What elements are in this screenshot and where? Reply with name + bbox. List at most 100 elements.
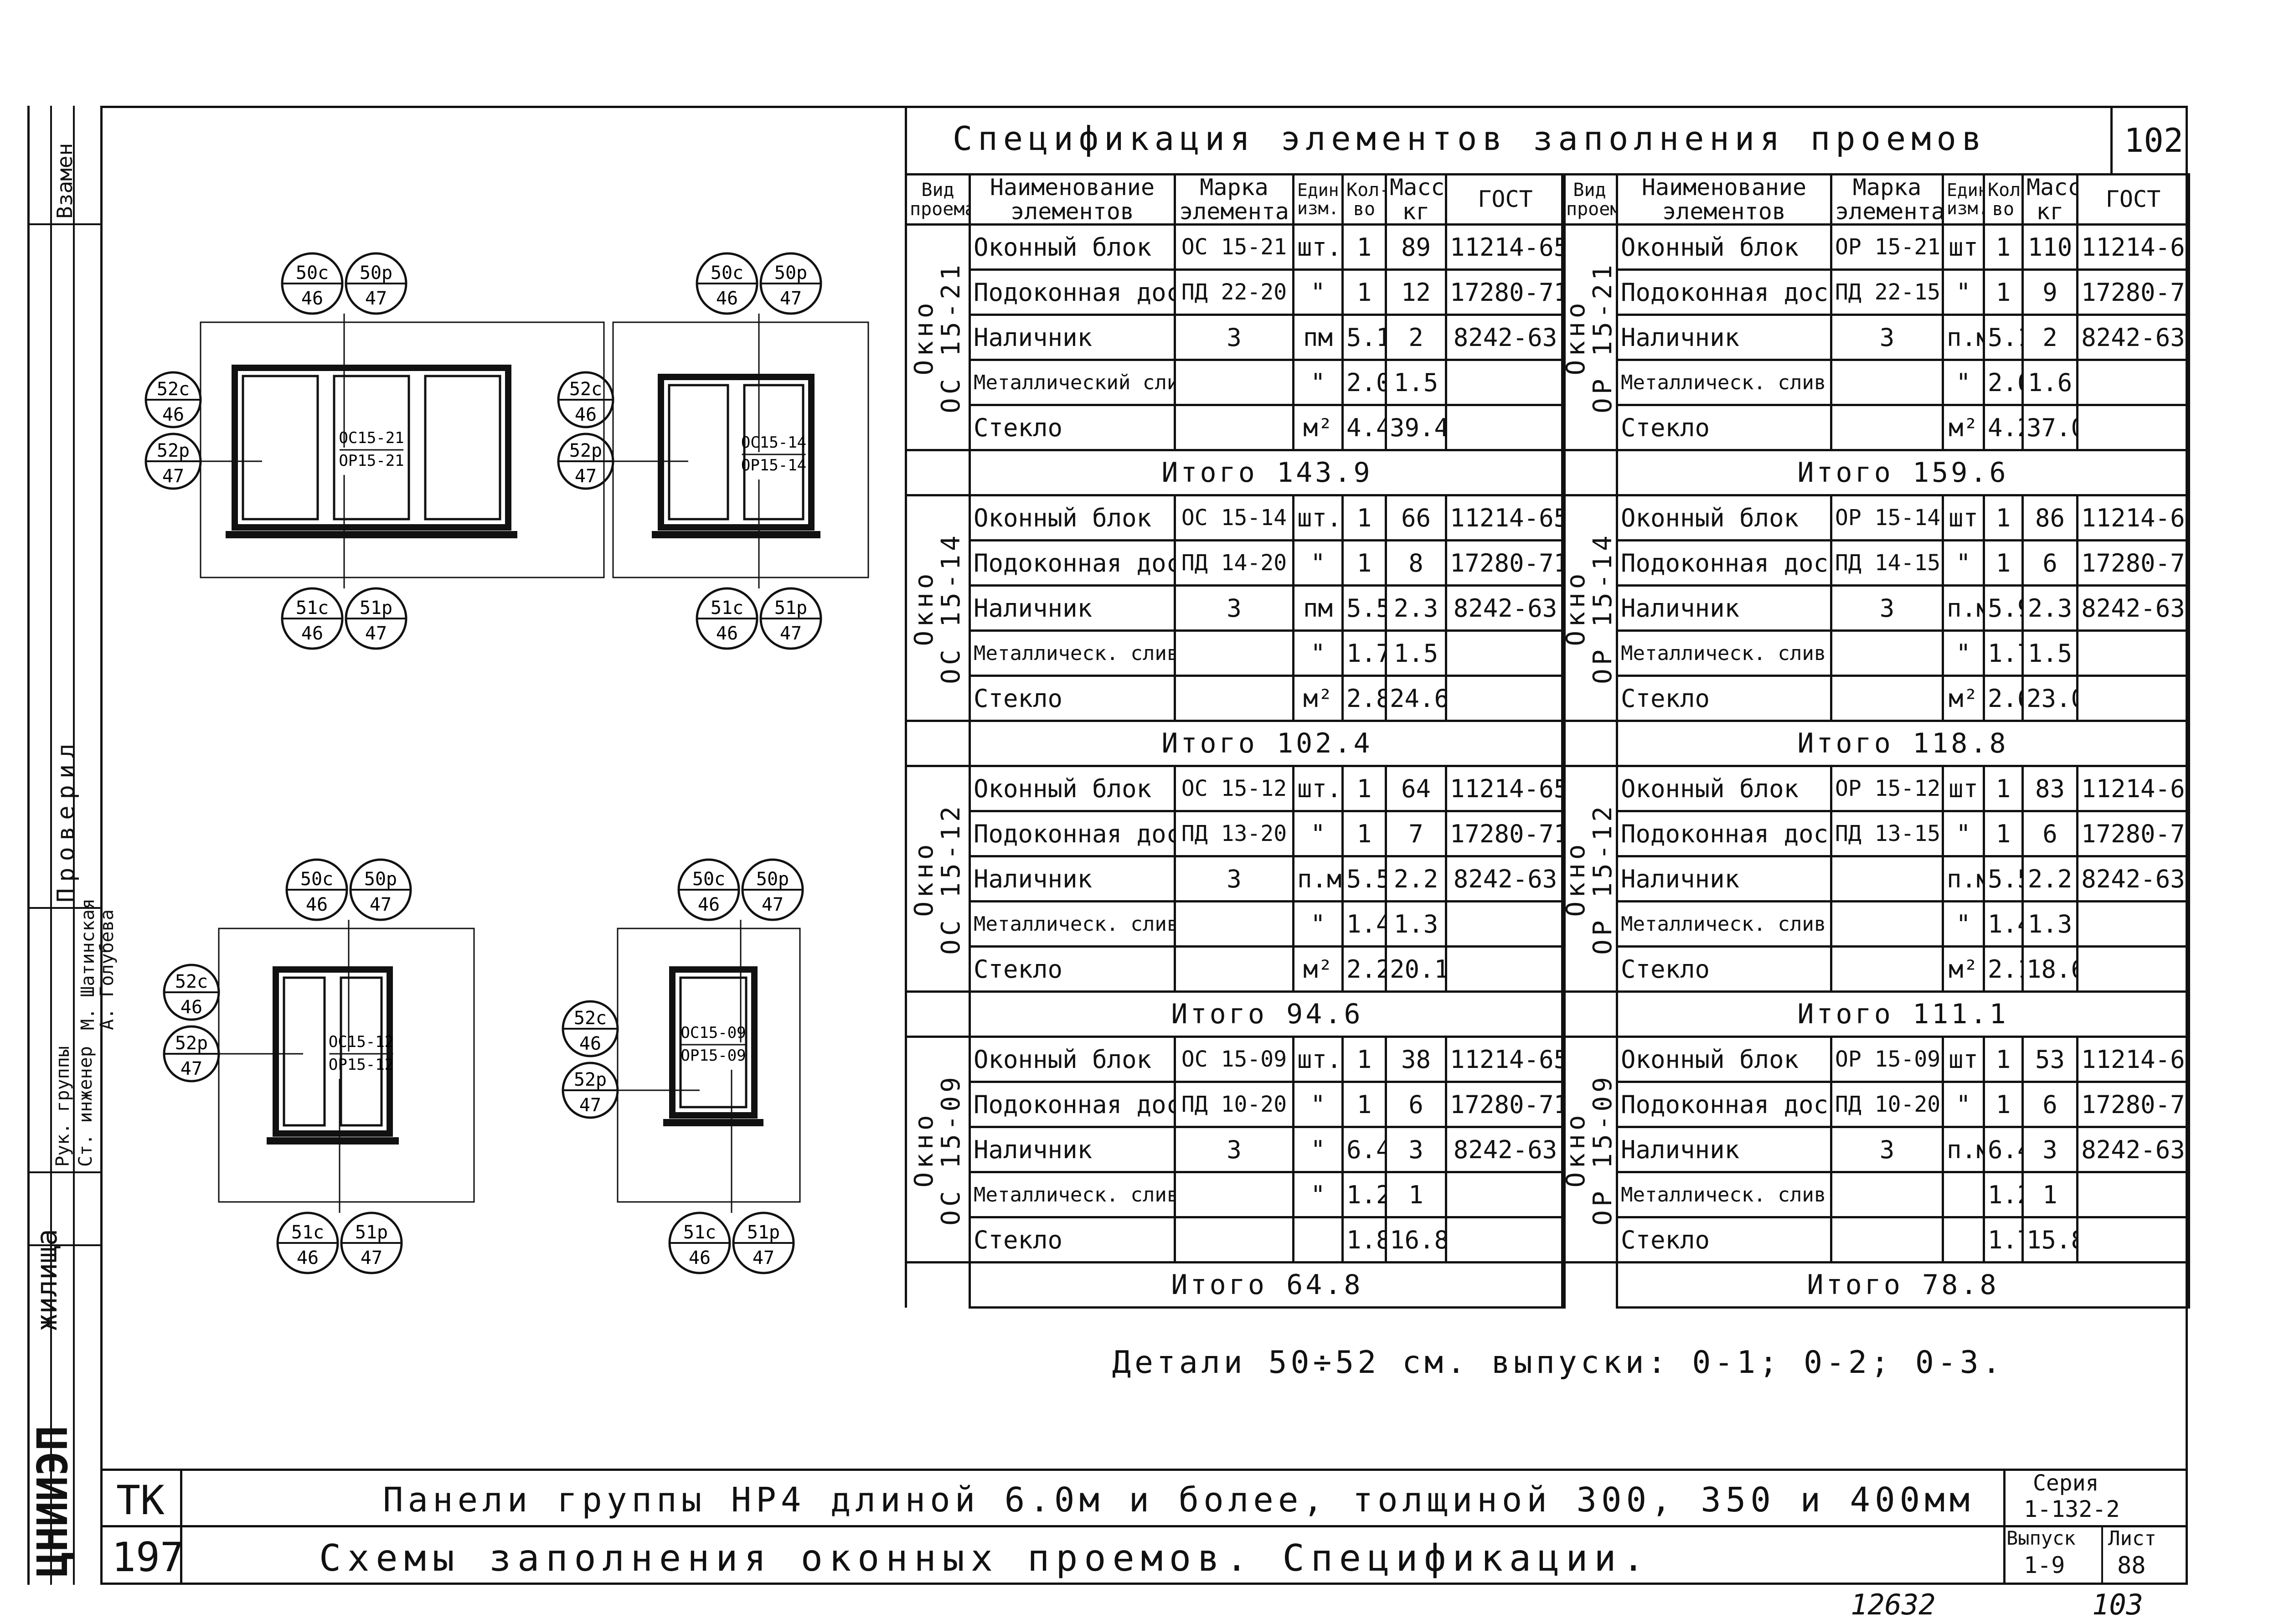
spec-row: Металлическ. слив"1.701.5	[1562, 629, 2190, 677]
bubble-51c-bottom: 46	[689, 1248, 711, 1268]
qty-cell: 1	[1983, 810, 2024, 857]
qty-cell: 1	[1983, 1036, 2024, 1083]
mass-cell: 66	[1385, 494, 1447, 541]
strip-divider	[27, 907, 100, 909]
bubble-50p-bottom: 47	[370, 894, 392, 915]
tb-series-label: Серия	[2033, 1470, 2099, 1496]
qty-cell: 2.8	[1341, 675, 1387, 722]
bubble-51p-top: 51р	[774, 598, 807, 619]
title-left-line	[905, 106, 907, 174]
unit-cell: шт.	[1292, 494, 1344, 541]
gost-cell: 11214-65	[2076, 223, 2190, 271]
gost-cell: 8242-63	[1445, 584, 1566, 632]
qty-cell: 2.11	[1983, 945, 2024, 993]
mass-cell: 110	[2021, 223, 2078, 271]
unit-cell: "	[1292, 1126, 1344, 1173]
bubble-52p-top: 52р	[157, 440, 190, 461]
name-cell: Оконный блок	[969, 223, 1176, 271]
mark-cell	[1830, 629, 1944, 677]
total-row: Итого 78.8	[1561, 1261, 2190, 1309]
bubble-51p-top: 51р	[747, 1222, 780, 1243]
total-label: Итого	[1161, 727, 1258, 759]
qty-cell: 5.1	[1983, 314, 2024, 361]
mark-cell: ПД 10-20	[1174, 1081, 1294, 1128]
total-value: 78.8	[1922, 1269, 1999, 1301]
name-cell: Металлическ. слив	[969, 900, 1176, 948]
gost-cell: 8242-63	[2076, 855, 2190, 902]
mark-cell: ПД 22-20	[1174, 268, 1294, 316]
name-cell: Наличник	[969, 314, 1176, 361]
unit-cell: "	[1292, 810, 1344, 857]
bubble-50p-top: 50р	[756, 869, 789, 890]
qty-cell: 4.47	[1341, 404, 1387, 451]
name-cell: Наличник	[1616, 584, 1832, 632]
bubble-51p-bottom: 47	[361, 1248, 382, 1268]
qty-cell: 4.21	[1983, 404, 2024, 451]
tb-line1: Панели группы НР4 длиной 6.0м и более, т…	[383, 1480, 1975, 1520]
bubble-50c-top: 50с	[711, 263, 743, 284]
spec-row: Металлическ. слив"1.701.5	[906, 629, 1566, 677]
bubble-50c-bottom: 46	[698, 894, 720, 915]
opening-outline	[612, 321, 869, 578]
gost-cell: 17280-71	[1445, 1081, 1566, 1128]
header-gost: ГОСТ	[1445, 173, 1566, 226]
checked-label: Проверил	[52, 737, 80, 902]
bubble-52p-top: 52р	[569, 440, 602, 461]
total-value: 159.6	[1913, 457, 2009, 489]
window-schemes: ОС15-21ОР15-2150с4650р4752с4652р4751с465…	[144, 252, 869, 1274]
window-pane	[743, 384, 804, 521]
qty-cell: 1	[1983, 223, 2024, 271]
mark-cell: 3	[1174, 1126, 1294, 1173]
total-row: Итого 111.1	[1561, 990, 2190, 1038]
header-unit: Един. изм.	[1942, 173, 1985, 226]
mark-cell: 3	[1174, 855, 1294, 902]
mass-cell: 38	[1385, 1036, 1447, 1083]
details-note: Детали 50÷52 см. выпуски: 0-1; 0-2; 0-3.	[1112, 1345, 2005, 1381]
window-pane	[340, 976, 383, 1127]
tb-line2: Схемы заполнения оконных проемов. Специф…	[319, 1537, 1651, 1579]
name-cell: Подоконная доска	[969, 268, 1176, 316]
mark-cell: ОС 15-09	[1174, 1036, 1294, 1083]
unit-cell: п.м	[1942, 314, 1985, 361]
unit-cell: "	[1942, 629, 1985, 677]
mark-cell	[1174, 1171, 1294, 1218]
total-value: 118.8	[1913, 727, 2009, 759]
qty-cell: 1	[1983, 539, 2024, 587]
unit-cell: "	[1292, 359, 1344, 406]
gost-cell: 17280-71	[2076, 810, 2190, 857]
gost-cell: 8242-63	[2076, 1126, 2190, 1173]
mark-cell	[1830, 855, 1944, 902]
gost-cell: 8242-63	[1445, 855, 1566, 902]
total-value: 94.6	[1286, 998, 1363, 1030]
total-label: Итого	[1797, 998, 1893, 1030]
mass-cell: 3	[1385, 1126, 1447, 1173]
opening-outline	[617, 928, 801, 1203]
bubble-50c-bottom: 46	[716, 288, 738, 309]
tb-issue: 1-9	[2024, 1552, 2065, 1578]
tb-mid	[100, 1525, 2188, 1527]
unit-cell	[1942, 1171, 1985, 1218]
qty-cell: 1.45	[1983, 900, 2024, 948]
mass-cell: 53	[2021, 1036, 2078, 1083]
name-cell: Оконный блок	[969, 494, 1176, 541]
unit-cell: "	[1292, 629, 1344, 677]
name-cell: Стекло	[1616, 404, 1832, 451]
tb-issue-label: Выпуск	[2006, 1527, 2076, 1549]
mark-cell	[1174, 404, 1294, 451]
header-name: Наименование элементов	[1616, 173, 1832, 226]
total-label: Итого	[1797, 727, 1893, 759]
unit-cell: п.м	[1942, 1126, 1985, 1173]
mass-cell: 1.6	[2021, 359, 2078, 406]
mass-cell: 24.6	[1385, 675, 1447, 722]
window-kind: Окно	[1562, 1111, 1591, 1188]
mark-cell: ПД 10-20	[1830, 1081, 1944, 1128]
